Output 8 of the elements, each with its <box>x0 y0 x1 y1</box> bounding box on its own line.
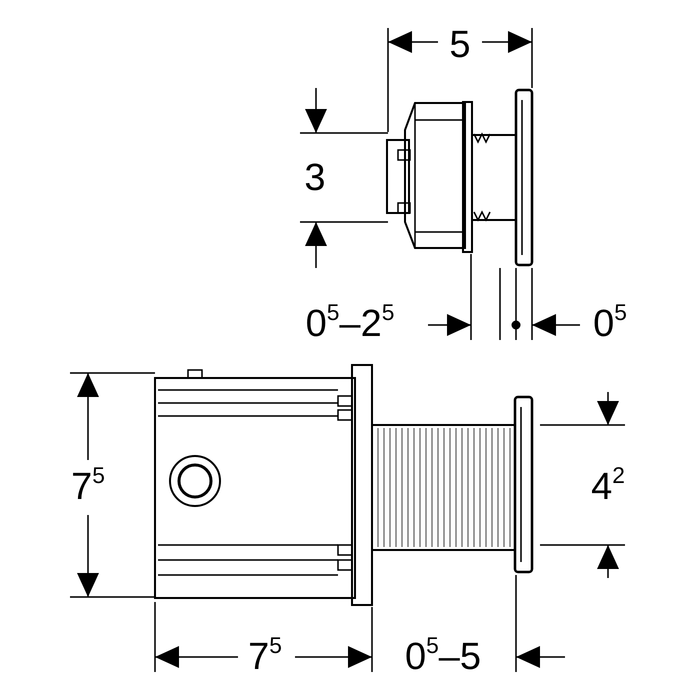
dimension-label: 0$^{5}$–2$^{5}$ <box>306 305 394 343</box>
dimension-label: 3 <box>304 159 326 197</box>
dimension-label: 5 <box>449 26 471 64</box>
dimension-label: 0$^{5}$ <box>593 305 627 343</box>
dimension-label: 7$^{5}$ <box>71 468 105 506</box>
dimension-label: 4$^{2}$ <box>591 468 625 506</box>
dimension-label: 0$^{5}$–5 <box>404 638 482 676</box>
dimension-label: 7$^{5}$ <box>248 638 282 676</box>
